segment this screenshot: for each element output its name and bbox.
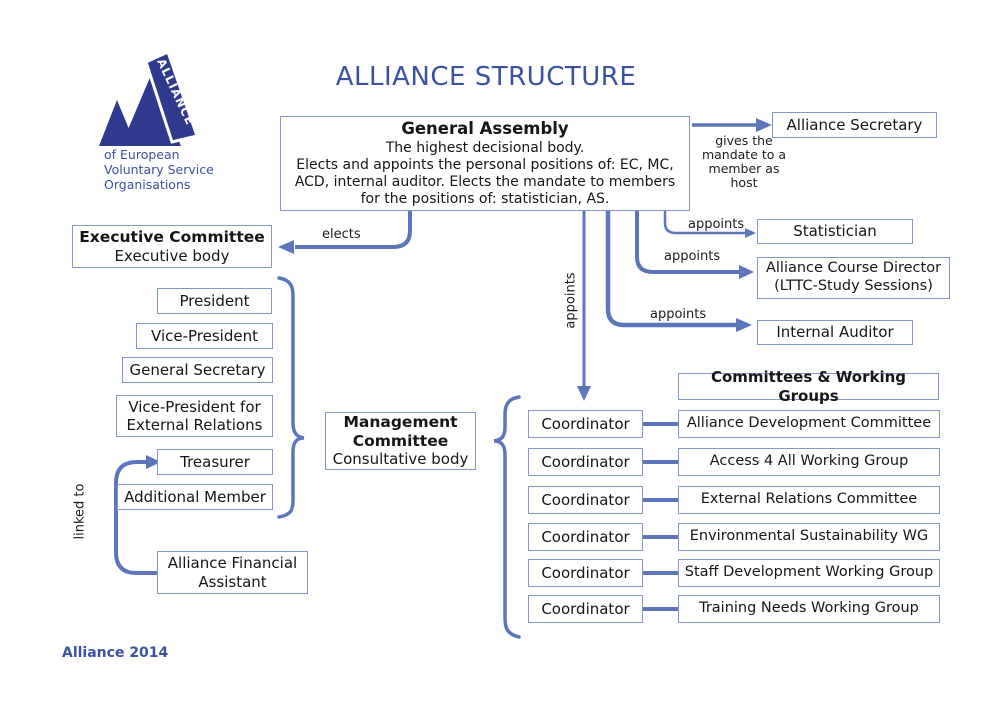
appoints-label-internal-auditor: appoints bbox=[650, 307, 707, 322]
acd-line: Alliance Course Director bbox=[765, 260, 942, 277]
general-assembly-line: for the positions of: statistician, AS. bbox=[360, 191, 610, 208]
committee-box-access-4-all: Access 4 All Working Group bbox=[678, 448, 940, 476]
arrow-appoints-acd bbox=[635, 211, 754, 279]
vp-external-line: External Relations bbox=[126, 416, 263, 434]
logo-caption-line: Voluntary Service bbox=[104, 162, 214, 177]
brace-committees bbox=[493, 395, 521, 639]
logo-caption: of European Voluntary Service Organisati… bbox=[104, 147, 214, 192]
appoints-label-vertical: appoints bbox=[563, 272, 579, 329]
arrow-linked-to bbox=[114, 455, 161, 575]
vp-external-line: Vice-President for bbox=[128, 397, 261, 416]
arrow-appoints-down bbox=[577, 211, 591, 401]
general-assembly-line: Elects and appoints the personal positio… bbox=[296, 156, 674, 173]
coordinator-connectors bbox=[643, 422, 679, 611]
coordinator-box: Coordinator bbox=[528, 523, 643, 551]
elects-label: elects bbox=[322, 227, 361, 242]
alliance-logo: ALLIANCE bbox=[99, 49, 199, 146]
logo-caption-line: of European bbox=[104, 147, 180, 162]
general-assembly-box: General Assembly The highest decisional … bbox=[280, 116, 690, 211]
gives-mandate-line: gives the bbox=[715, 133, 773, 148]
additional-member-box: Additional Member bbox=[117, 484, 273, 510]
acd-line: (LTTC-Study Sessions) bbox=[774, 278, 933, 294]
treasurer-box: Treasurer bbox=[157, 449, 273, 475]
management-committee-title: Management bbox=[343, 413, 458, 432]
coordinator-box: Coordinator bbox=[528, 559, 643, 587]
management-committee-title: Committee bbox=[352, 431, 449, 450]
executive-committee-title: Executive Committee bbox=[79, 227, 265, 246]
president-box: President bbox=[157, 288, 272, 314]
executive-committee-box: Executive Committee Executive body bbox=[72, 225, 272, 268]
committees-header-box: Committees & Working Groups bbox=[678, 368, 939, 405]
committee-box-training-needs: Training Needs Working Group bbox=[678, 595, 940, 623]
committee-box-alliance-development: Alliance Development Committee bbox=[678, 410, 940, 438]
statistician-box: Statistician bbox=[757, 219, 913, 244]
executive-committee-subtitle: Executive body bbox=[114, 246, 230, 265]
arrow-elects bbox=[278, 211, 412, 254]
alliance-secretary-box: Alliance Secretary bbox=[772, 112, 937, 138]
arrow-appoints-statistician bbox=[663, 211, 756, 238]
management-committee-box: Management Committee Consultative body bbox=[325, 412, 476, 470]
gives-mandate-line: member as host bbox=[708, 161, 780, 190]
logo-caption-line: Organisations bbox=[104, 177, 191, 192]
afa-line: Assistant bbox=[198, 572, 267, 591]
appoints-label-statistician: appoints bbox=[688, 217, 745, 232]
vp-external-relations-box: Vice-President for External Relations bbox=[116, 395, 273, 437]
committee-box-external-relations: External Relations Committee bbox=[678, 486, 940, 514]
internal-auditor-box: Internal Auditor bbox=[757, 320, 913, 345]
alliance-financial-assistant-box: Alliance Financial Assistant bbox=[157, 551, 308, 594]
general-assembly-title: General Assembly bbox=[401, 118, 569, 138]
arrow-gives-mandate bbox=[692, 118, 772, 132]
coordinator-box: Coordinator bbox=[528, 410, 643, 438]
page-title: ALLIANCE STRUCTURE bbox=[335, 62, 637, 92]
vice-president-box: Vice-President bbox=[136, 323, 273, 349]
coordinator-box: Coordinator bbox=[528, 595, 643, 623]
linked-to-label: linked to bbox=[72, 483, 88, 540]
committee-box-staff-development: Staff Development Working Group bbox=[678, 559, 940, 587]
appoints-label-acd: appoints bbox=[664, 249, 721, 264]
brace-ec-positions bbox=[277, 276, 305, 519]
general-assembly-line: The highest decisional body. bbox=[385, 139, 585, 156]
arrow-appoints-internal-auditor bbox=[605, 211, 752, 332]
management-committee-subtitle: Consultative body bbox=[332, 450, 469, 469]
coordinator-box: Coordinator bbox=[528, 448, 643, 476]
footer-text: Alliance 2014 bbox=[62, 645, 169, 661]
alliance-course-director-box: Alliance Course Director (LTTC-Study Ses… bbox=[757, 257, 950, 299]
general-secretary-box: General Secretary bbox=[122, 357, 273, 383]
coordinator-box: Coordinator bbox=[528, 486, 643, 514]
afa-line: Alliance Financial bbox=[167, 554, 298, 573]
committee-box-environmental-sustainability: Environmental Sustainability WG bbox=[678, 523, 940, 551]
gives-mandate-label: gives the mandate to a member as host bbox=[698, 134, 790, 190]
gives-mandate-line: mandate to a bbox=[701, 147, 787, 162]
general-assembly-line: ACD, internal auditor. Elects the mandat… bbox=[294, 174, 676, 191]
